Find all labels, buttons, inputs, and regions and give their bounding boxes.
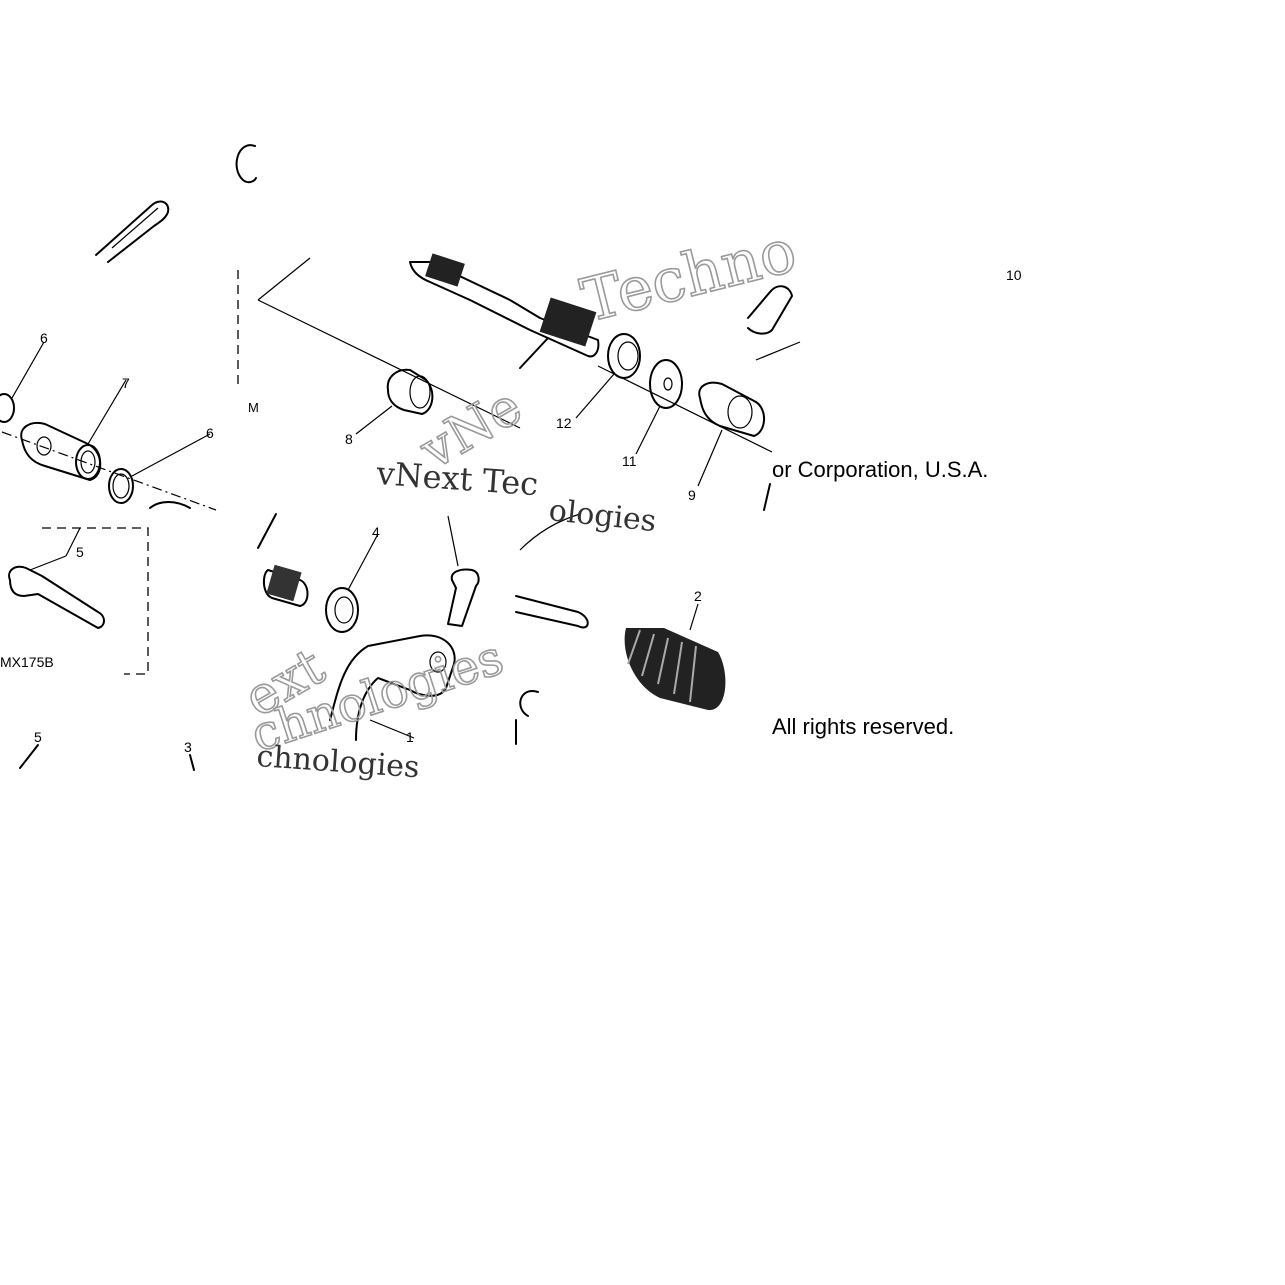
shift-shaft: [409, 261, 600, 358]
inset-frame: [42, 527, 149, 675]
watermark-1: Techno: [575, 216, 803, 337]
callout-5b: 5: [34, 729, 42, 745]
bushing-part-8: [386, 368, 434, 415]
callout-12: 12: [556, 415, 572, 431]
callout-1: 1: [406, 729, 414, 745]
callout-6a: 6: [40, 330, 48, 346]
collar-part-9: [698, 381, 765, 437]
callout-4: 4: [372, 524, 380, 540]
washer-part-6a: [0, 393, 15, 423]
washer-part-6b: [108, 468, 134, 504]
callout-5a: 5: [76, 544, 84, 560]
right-bottom-tile: [515, 483, 771, 745]
callout-7: 7: [122, 375, 130, 391]
watermark-4: ologies: [547, 493, 658, 539]
spline-a: [425, 253, 465, 287]
callout-2: 2: [694, 588, 702, 604]
callout-9: 9: [688, 487, 696, 503]
left-tile: [0, 144, 257, 771]
bolt: [447, 568, 480, 627]
callout-m: M: [248, 400, 259, 415]
washer-part-11: [649, 359, 683, 409]
pin-part-5: [8, 565, 105, 629]
callout-8: 8: [345, 431, 353, 447]
callout-6b: 6: [206, 425, 214, 441]
model-code: MX175B: [0, 654, 54, 670]
rights-notice: All rights reserved.: [772, 714, 954, 739]
circlip-top: [235, 144, 257, 184]
callout-11: 11: [622, 453, 637, 469]
callouts: 6 7 6 5 MX175B 5 3 M 8 12 11 9 4 2 1 10: [0, 267, 1022, 755]
shift-shaft-end: [95, 200, 170, 263]
center-bottom-tile: [257, 513, 480, 741]
spline-b: [539, 297, 597, 347]
shift-pedal-arm-part-1: [329, 634, 456, 741]
center-top-tile: [237, 253, 801, 487]
callout-3: 3: [184, 739, 192, 755]
corporation-notice: or Corporation, U.S.A.: [772, 457, 988, 482]
callout-10: 10: [1006, 267, 1022, 283]
oil-seal-part-12: [607, 333, 641, 379]
watermark-7: chnologies: [255, 739, 420, 785]
pedal-rubber-part-2: [624, 628, 726, 711]
oil-seal-part-4: [325, 587, 359, 633]
